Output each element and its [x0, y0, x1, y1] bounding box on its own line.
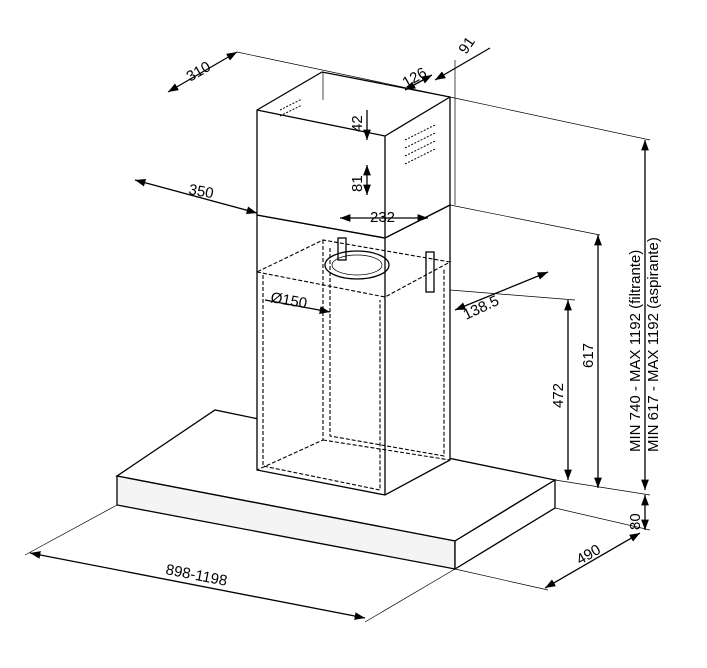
- mounting-frame: [255, 203, 452, 496]
- dimension-lines: [24, 47, 651, 623]
- label-617: 617: [580, 343, 597, 368]
- label-232: 232: [370, 209, 395, 226]
- label-350: 350: [187, 181, 215, 202]
- label-height-filtering: MIN 740 - MAX 1192 (filtrante): [627, 250, 644, 452]
- label-diameter-150: Ø150: [269, 289, 308, 312]
- label-height-extracting: MIN 617 - MAX 1192 (aspirante): [645, 237, 662, 452]
- label-490: 490: [574, 541, 604, 568]
- label-80: 80: [627, 513, 644, 530]
- label-138-5: 138.5: [461, 292, 502, 323]
- upper-chimney: [256, 71, 451, 239]
- label-91: 91: [455, 34, 478, 57]
- label-310: 310: [184, 58, 214, 85]
- label-81: 81: [349, 175, 366, 192]
- label-472: 472: [550, 383, 567, 408]
- label-42: 42: [349, 115, 366, 132]
